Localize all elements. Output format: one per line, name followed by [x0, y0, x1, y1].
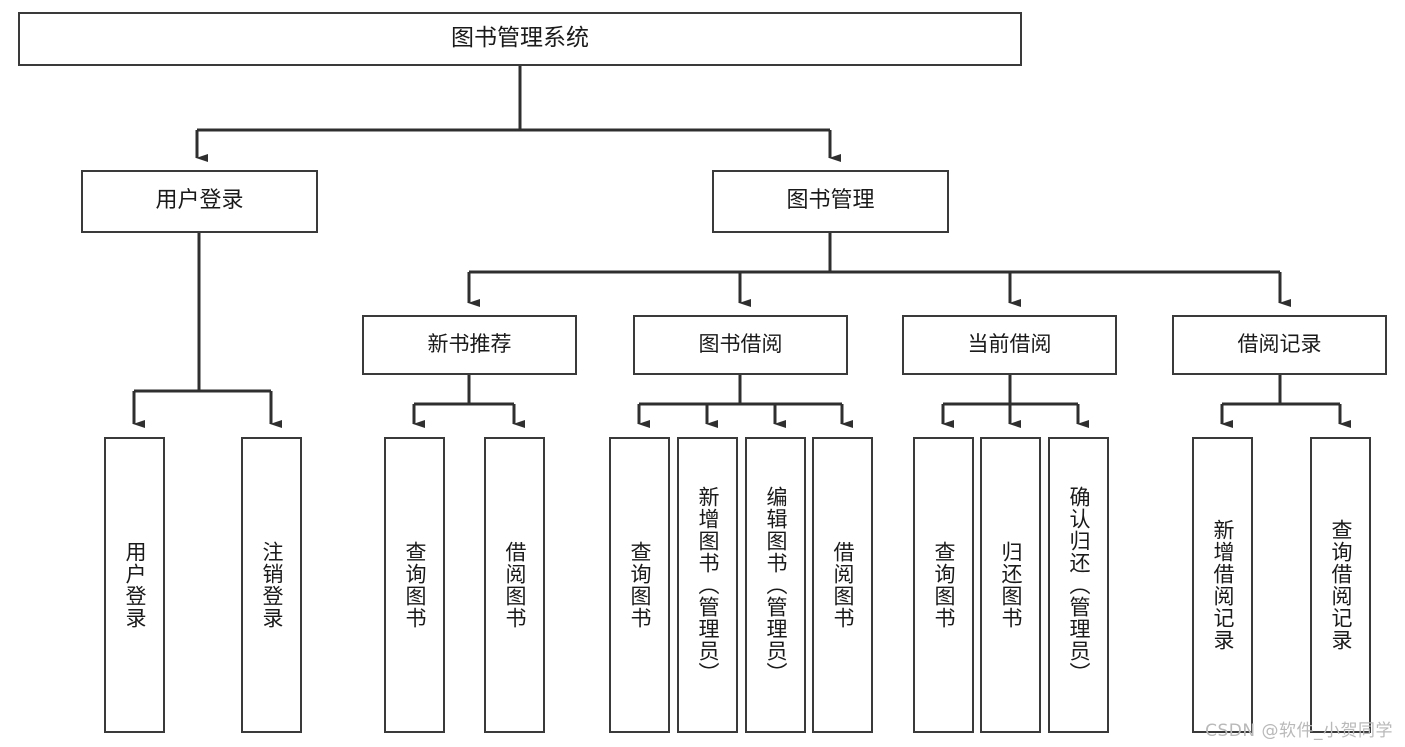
leaf-borrow-record-query-record[interactable]: 查询借阅记录: [1310, 437, 1371, 733]
leaf-book-borrow-query-book[interactable]: 查询图书: [609, 437, 670, 733]
node-label: 图书管理系统: [451, 25, 589, 52]
leaf-current-borrow-return-book[interactable]: 归还图书: [980, 437, 1041, 733]
leaf-user-login-logout[interactable]: 注销登录: [241, 437, 302, 733]
leaf-user-login-login[interactable]: 用户登录: [104, 437, 165, 733]
csdn-watermark: CSDN @软件_小贺同学: [1205, 721, 1393, 741]
node-label: 查询图书: [932, 541, 956, 629]
node-label: 查询图书: [403, 541, 427, 629]
node-label: 用户登录: [123, 541, 147, 629]
leaf-current-borrow-query-book[interactable]: 查询图书: [913, 437, 974, 733]
node-current-borrow[interactable]: 当前借阅: [902, 315, 1117, 375]
leaf-current-borrow-confirm-return-admin[interactable]: 确认归还（管理员）: [1048, 437, 1109, 733]
node-label: 注销登录: [260, 541, 284, 629]
node-book-management[interactable]: 图书管理: [712, 170, 949, 233]
node-label: 归还图书: [999, 541, 1023, 629]
node-label: 图书管理: [786, 188, 875, 214]
leaf-book-borrow-edit-book-admin[interactable]: 编辑图书（管理员）: [745, 437, 806, 733]
node-label: 编辑图书（管理员）: [764, 486, 788, 684]
leaf-borrow-record-add-record[interactable]: 新增借阅记录: [1192, 437, 1253, 733]
node-label: 新增借阅记录: [1211, 519, 1235, 651]
node-label: 用户登录: [155, 188, 244, 214]
node-label: 查询借阅记录: [1329, 519, 1353, 651]
leaf-new-book-borrow-book[interactable]: 借阅图书: [484, 437, 545, 733]
leaf-book-borrow-borrow-book[interactable]: 借阅图书: [812, 437, 873, 733]
node-label: 借阅图书: [831, 541, 855, 629]
leaf-book-borrow-add-book-admin[interactable]: 新增图书（管理员）: [677, 437, 738, 733]
leaf-new-book-query-book[interactable]: 查询图书: [384, 437, 445, 733]
node-new-book-recommend[interactable]: 新书推荐: [362, 315, 577, 375]
node-label: 新增图书（管理员）: [696, 486, 720, 684]
node-user-login[interactable]: 用户登录: [81, 170, 318, 233]
node-label: 新书推荐: [427, 332, 512, 357]
node-label: 借阅图书: [503, 541, 527, 629]
node-root-book-management-system[interactable]: 图书管理系统: [18, 12, 1022, 66]
node-label: 确认归还（管理员）: [1067, 486, 1091, 684]
node-label: 查询图书: [628, 541, 652, 629]
node-borrow-record[interactable]: 借阅记录: [1172, 315, 1387, 375]
node-book-borrow[interactable]: 图书借阅: [633, 315, 848, 375]
node-label: 借阅记录: [1237, 332, 1322, 357]
node-label: 当前借阅: [967, 332, 1052, 357]
node-label: 图书借阅: [698, 332, 783, 357]
